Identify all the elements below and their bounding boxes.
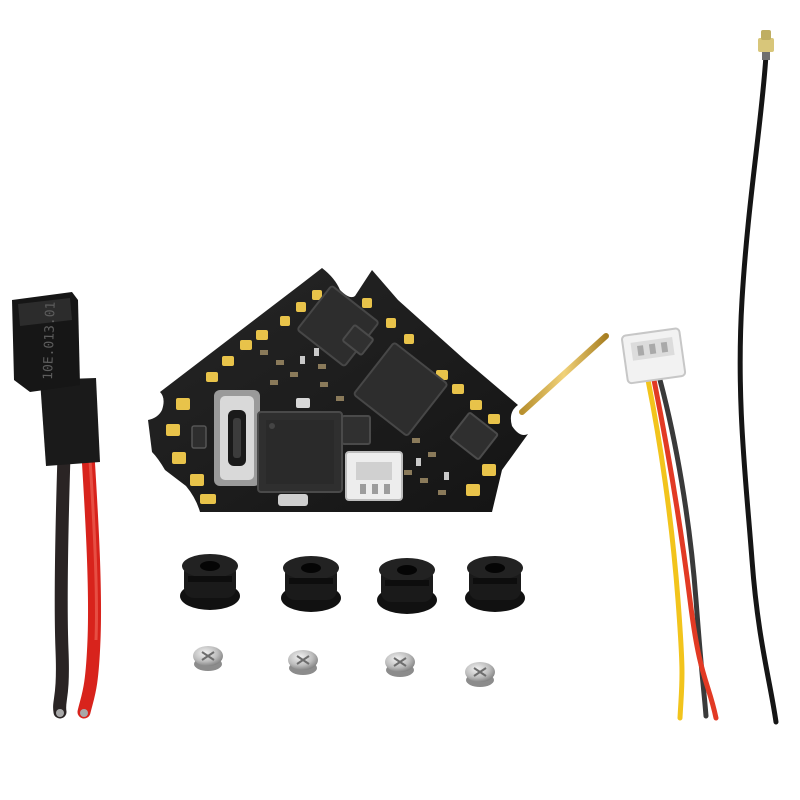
- boot-button: [296, 398, 310, 408]
- receiver-chip: [353, 342, 448, 436]
- rubber-grommet: [377, 558, 437, 614]
- screws: [193, 646, 495, 687]
- solder-pads: [166, 290, 500, 504]
- bottom-component: [278, 494, 308, 506]
- usb-c-port: [214, 390, 260, 486]
- main-mcu-chip: [257, 411, 343, 493]
- power-lead-black-wire: [53, 448, 71, 719]
- rubber-grommet: [465, 556, 525, 612]
- antenna-pigtail: [737, 30, 779, 725]
- jst-connector: [621, 327, 687, 385]
- antenna-cable: [737, 52, 779, 725]
- ufl-connector: [758, 30, 774, 60]
- wire-antenna: [519, 333, 609, 415]
- rx-connector: [345, 451, 403, 501]
- screw: [193, 646, 223, 671]
- jst-lead-red-wire: [651, 377, 719, 721]
- flight-controller-board: [148, 268, 609, 512]
- screw: [288, 650, 318, 675]
- smd-caps: [300, 348, 449, 480]
- side-component: [191, 425, 207, 449]
- jst-lead-black-wire: [657, 377, 709, 719]
- screw: [465, 662, 495, 687]
- wire-tip: [80, 709, 88, 717]
- jst-lead-yellow-wire: [645, 377, 685, 721]
- smd-components: [260, 350, 446, 495]
- screw: [385, 652, 415, 677]
- rubber-grommet: [180, 554, 240, 610]
- wire-tip: [56, 709, 64, 717]
- power-lead: 10E.013.01: [12, 292, 102, 719]
- small-chip: [341, 415, 371, 445]
- housing-marking: 10E.013.01: [41, 301, 59, 380]
- mount-grommets: [180, 554, 525, 614]
- rubber-grommet: [281, 556, 341, 612]
- power-lead-heat-shrink: [40, 378, 100, 466]
- jst-lead: [621, 327, 719, 721]
- power-lead-red-wire: [77, 448, 102, 719]
- osd-chip: [449, 412, 499, 460]
- small-chip: [342, 324, 374, 356]
